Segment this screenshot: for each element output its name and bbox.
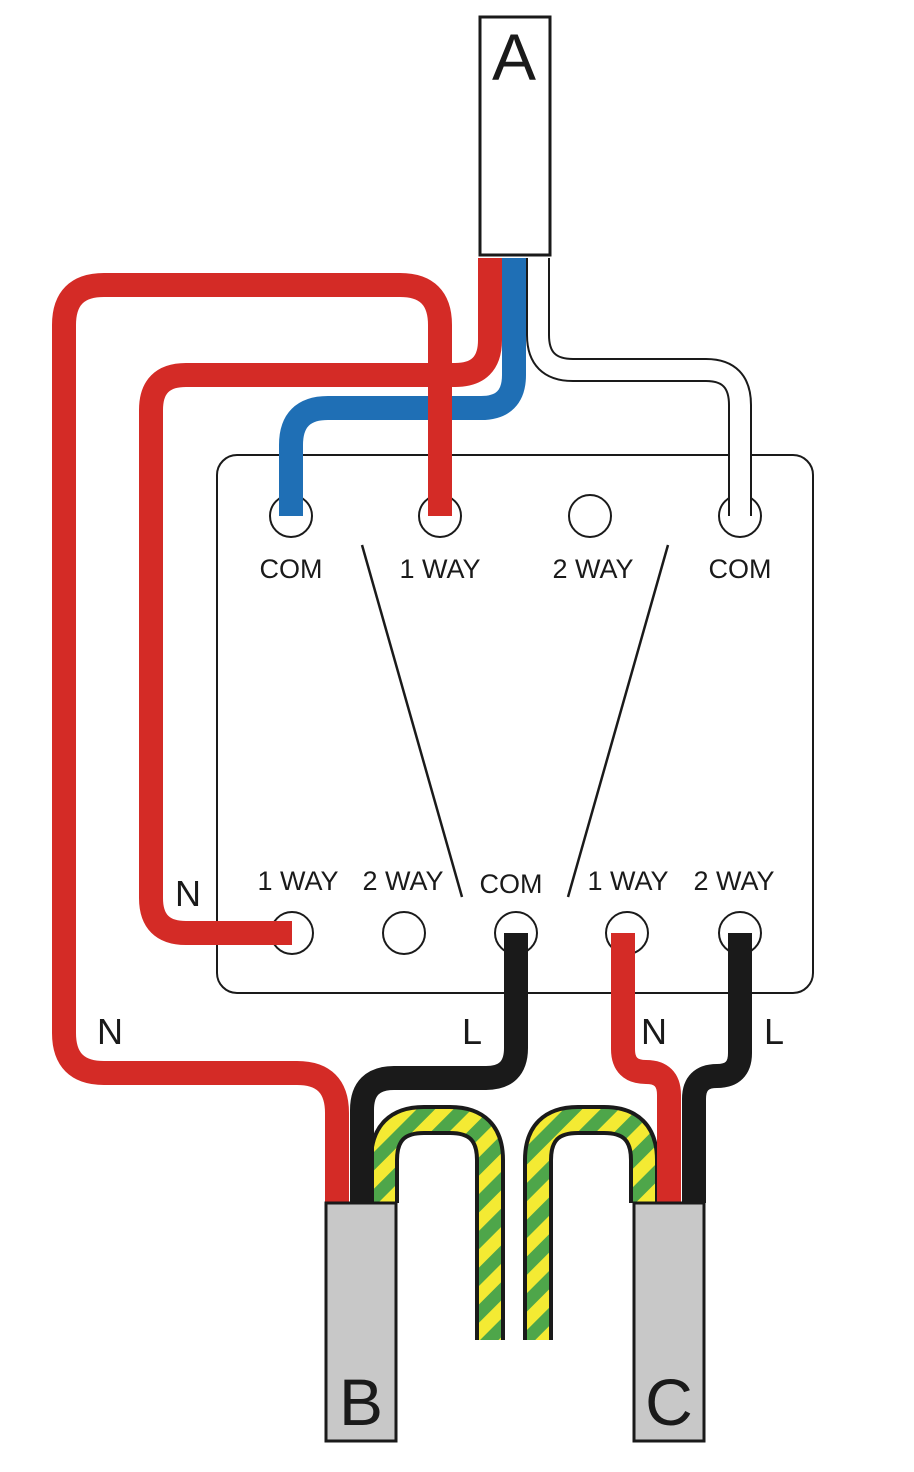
earth-loop-right bbox=[523, 1105, 659, 1340]
wire-label-l-cable-c: L bbox=[764, 1011, 784, 1052]
label-top-1way: 1 WAY bbox=[399, 554, 480, 584]
wire-red-c bbox=[611, 933, 681, 1203]
wire-black-b bbox=[350, 933, 528, 1203]
cable-c-label: C bbox=[645, 1365, 693, 1439]
terminal-bottom-2way-left bbox=[382, 911, 426, 955]
label-top-2way: 2 WAY bbox=[552, 554, 633, 584]
label-bottom-1way-left: 1 WAY bbox=[257, 866, 338, 896]
cable-b-label: B bbox=[339, 1365, 383, 1439]
cable-a-sheath bbox=[478, 15, 552, 257]
wire-label-n-outer: N bbox=[97, 1011, 123, 1052]
link-line-left bbox=[360, 544, 464, 898]
label-top-com-left: COM bbox=[260, 554, 323, 584]
wire-label-n-cable-c: N bbox=[641, 1011, 667, 1052]
wire-red-inner bbox=[139, 258, 502, 945]
cable-b-sheath bbox=[324, 1201, 398, 1443]
cable-a-label: A bbox=[492, 20, 536, 94]
wire-black-c bbox=[682, 933, 752, 1203]
label-bottom-2way-left: 2 WAY bbox=[362, 866, 443, 896]
wire-red-outer bbox=[52, 273, 452, 1203]
terminal-top-2way bbox=[568, 494, 612, 538]
wire-blue bbox=[279, 258, 526, 516]
earth-loop-left bbox=[369, 1105, 505, 1340]
label-bottom-2way-right: 2 WAY bbox=[693, 866, 774, 896]
cable-c-sheath bbox=[632, 1201, 706, 1443]
wire-label-l-cable-b: L bbox=[462, 1011, 482, 1052]
label-bottom-1way-right: 1 WAY bbox=[587, 866, 668, 896]
wire-label-n-inner: N bbox=[175, 873, 201, 914]
label-top-com-right: COM bbox=[709, 554, 772, 584]
label-bottom-com: COM bbox=[480, 869, 543, 899]
link-line-right bbox=[566, 544, 670, 898]
